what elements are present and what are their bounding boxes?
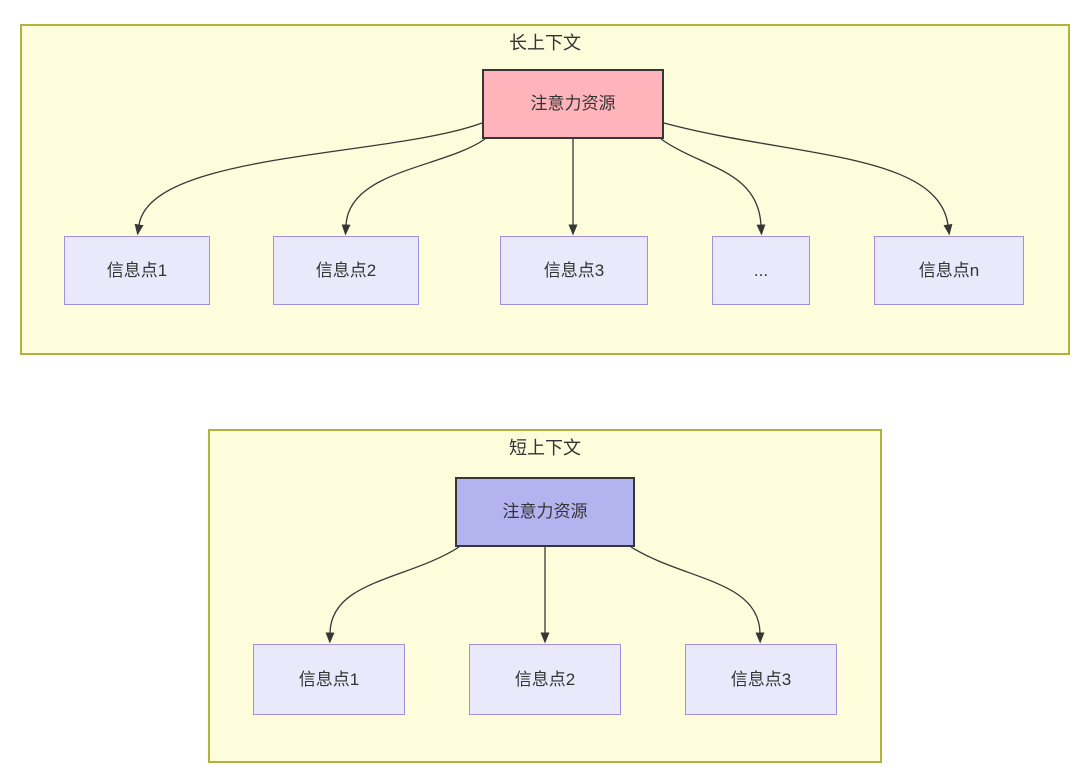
long-info-node-1: 信息点1: [64, 236, 210, 305]
short-info-node-3: 信息点3: [685, 644, 837, 715]
long-info-node-3: 信息点3: [500, 236, 648, 305]
long-info-node-2: 信息点2: [273, 236, 419, 305]
short-info-node-2: 信息点2: [469, 644, 621, 715]
short-context-title: 短上下文: [509, 438, 581, 458]
long-info-node-ellipsis: ...: [712, 236, 810, 305]
short-attention-resource-node: 注意力资源: [455, 477, 635, 547]
short-info-node-1: 信息点1: [253, 644, 405, 715]
long-attention-resource-node: 注意力资源: [482, 69, 664, 139]
long-info-node-n: 信息点n: [874, 236, 1024, 305]
long-context-title: 长上下文: [509, 33, 581, 53]
